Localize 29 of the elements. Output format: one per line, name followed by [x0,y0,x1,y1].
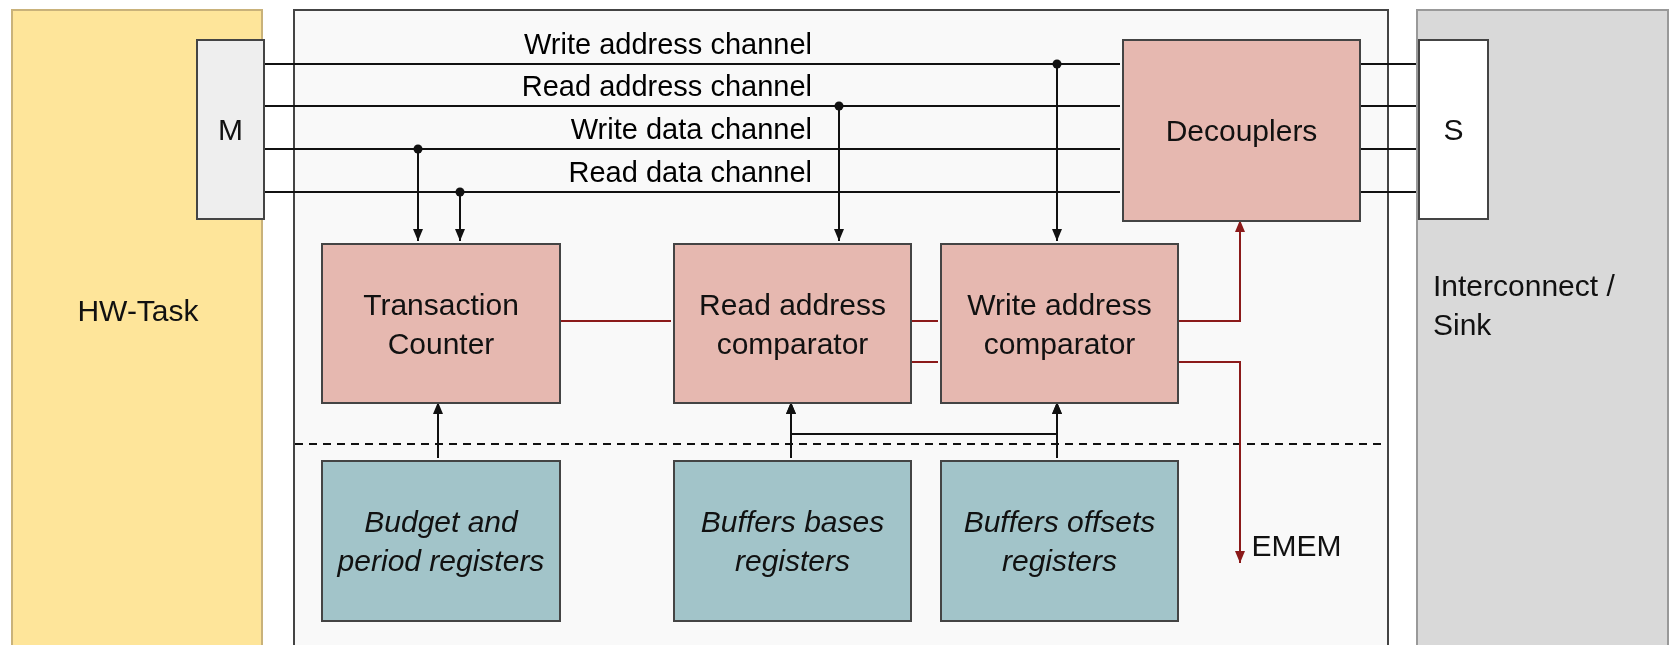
bus-label: EMEM [1249,525,1344,565]
arrow [1176,219,1245,322]
edge-label: Write address channel [523,29,813,61]
edge-label: Write data channel [569,114,813,146]
master-port-box: M [196,39,265,220]
slave-port-box: S [1418,39,1489,220]
interconnect-panel [1416,9,1669,645]
register-box: Buffers offsets registers [940,460,1179,622]
connector-line [1358,105,1417,107]
decoupler-box: Decouplers [1122,39,1361,222]
edge-label: Read address channel [520,71,813,103]
arrow [1176,361,1245,564]
hw-task-panel [11,9,263,645]
connector-line [1358,148,1417,150]
monitor-panel [293,9,1389,645]
register-box: Buffers bases registers [673,460,912,622]
connector-line [1358,63,1417,65]
comparator-box: Read address comparator [673,243,912,404]
connector-line [909,361,939,363]
counter-box: Transaction Counter [321,243,561,404]
arrow [433,401,443,459]
panel-title: HW-Task [76,293,200,329]
connector-line [1358,191,1417,193]
register-box: Budget and period registers [321,460,561,622]
edge-label: Read data channel [567,157,813,189]
panel-title: Interconnect / Sink [1433,268,1616,343]
comparator-box: Write address comparator [940,243,1179,404]
connector-line [558,320,672,322]
connector-line [909,320,939,322]
